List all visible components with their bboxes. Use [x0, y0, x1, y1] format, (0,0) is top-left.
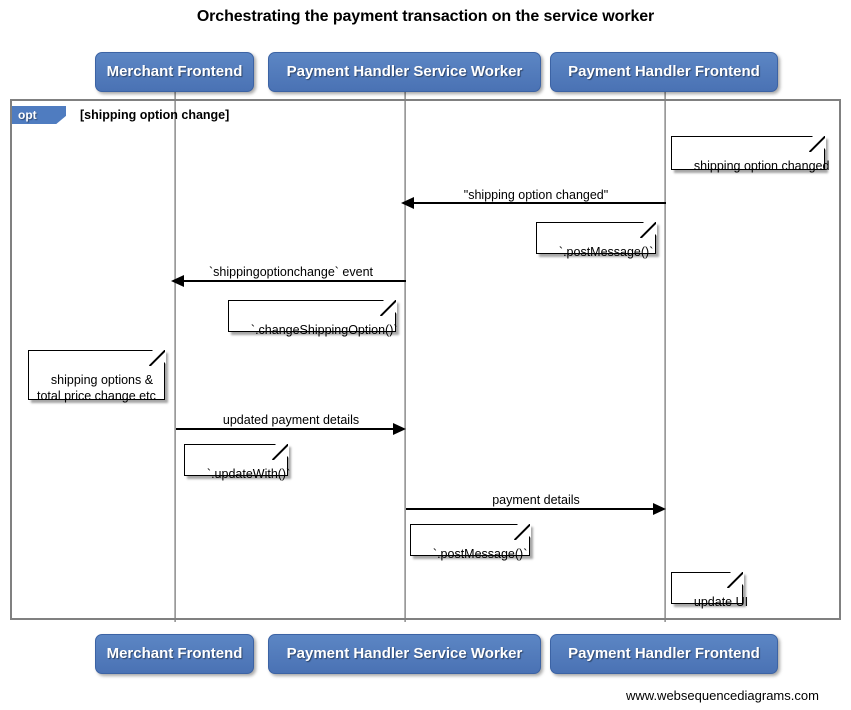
opt-fragment-tag: opt — [12, 106, 66, 124]
footer-watermark: www.websequencediagrams.com — [626, 688, 819, 703]
message-label-shippingoptionchange-event: `shippingoptionchange` event — [208, 265, 373, 279]
lifeline-merchant-frontend — [174, 90, 176, 622]
message-label-payment-details: payment details — [492, 493, 580, 507]
page-title: Orchestrating the payment transaction on… — [196, 8, 655, 25]
note-shipping-options-total-price: shipping options & total price change et… — [28, 349, 166, 403]
lifeline-payment-handler-service-worker — [404, 90, 406, 622]
note-post-message-1: `.postMessage()` — [536, 221, 657, 259]
message-line-shippingoptionchange-event — [183, 280, 406, 282]
note-fold-line-icon — [380, 300, 396, 316]
message-arrowhead-updated-payment-details — [393, 423, 406, 435]
message-label-shipping-option-changed: "shipping option changed" — [463, 188, 609, 202]
opt-fragment-frame — [10, 99, 841, 620]
note-text: shipping option changed — [693, 159, 830, 173]
note-fold-line-icon — [640, 222, 656, 238]
note-fold-line-icon — [809, 136, 825, 152]
note-fold-line-icon — [727, 572, 743, 588]
participant-bottom-payment-handler-service-worker[interactable]: Payment Handler Service Worker — [268, 634, 541, 674]
note-text: `.postMessage()` — [558, 245, 654, 259]
note-fold-line-icon — [149, 350, 165, 366]
note-text: shipping options & total price change et… — [37, 373, 156, 403]
note-change-shipping-option: `.changeShippingOption()` — [228, 299, 398, 337]
participant-top-payment-handler-frontend[interactable]: Payment Handler Frontend — [550, 52, 778, 92]
lifeline-payment-handler-frontend — [664, 90, 666, 622]
participant-top-merchant-frontend[interactable]: Merchant Frontend — [95, 52, 254, 92]
message-arrowhead-shippingoptionchange-event — [171, 275, 184, 287]
note-shipping-option-changed: shipping option changed — [671, 135, 829, 173]
message-arrowhead-shipping-option-changed — [401, 197, 414, 209]
participant-bottom-merchant-frontend[interactable]: Merchant Frontend — [95, 634, 254, 674]
note-text: `.updateWith()` — [206, 467, 291, 481]
note-text: `.changeShippingOption()` — [250, 323, 398, 337]
participant-top-payment-handler-service-worker[interactable]: Payment Handler Service Worker — [268, 52, 541, 92]
note-update-ui: update UI — [671, 571, 748, 609]
message-line-updated-payment-details — [176, 428, 395, 430]
message-label-updated-payment-details: updated payment details — [222, 413, 360, 427]
message-arrowhead-payment-details — [653, 503, 666, 515]
note-post-message-2: `.postMessage()` — [410, 523, 531, 561]
participant-bottom-payment-handler-frontend[interactable]: Payment Handler Frontend — [550, 634, 778, 674]
note-fold-line-icon — [272, 444, 288, 460]
opt-fragment-condition: [shipping option change] — [80, 108, 230, 122]
note-update-with: `.updateWith()` — [184, 443, 290, 481]
note-text: `.postMessage()` — [432, 547, 528, 561]
note-text: update UI — [693, 595, 749, 609]
note-fold-line-icon — [514, 524, 530, 540]
message-line-shipping-option-changed — [413, 202, 666, 204]
message-line-payment-details — [406, 508, 655, 510]
